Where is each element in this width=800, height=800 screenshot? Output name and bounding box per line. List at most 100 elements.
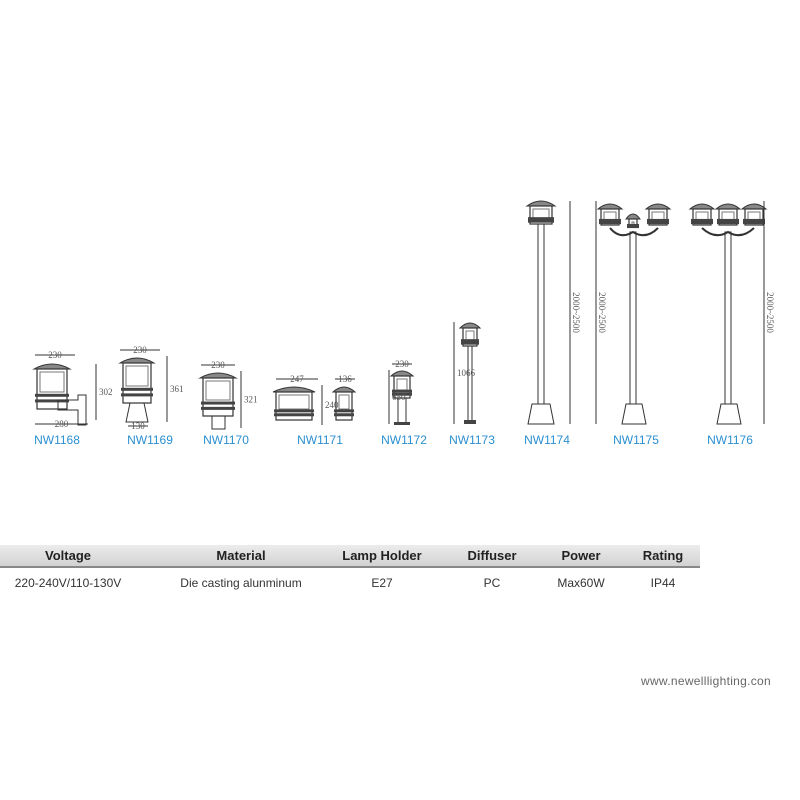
lamp-roof (714, 203, 742, 210)
pillar-base (125, 402, 149, 423)
lamp-band (392, 389, 412, 393)
lamp-band (201, 401, 235, 405)
dimension-label: 230 (211, 360, 225, 370)
model-label: NW1174 (524, 433, 570, 447)
lamp-roof (272, 386, 316, 393)
lamp-band (274, 413, 314, 417)
spec-value: 220-240V/110-130V (14, 576, 122, 590)
lamp-band (392, 392, 412, 396)
lamp-roof (118, 357, 156, 364)
lamp-band (121, 387, 153, 391)
dimension-label: 130 (131, 421, 145, 431)
lamp-roof (596, 203, 624, 210)
bollard-base (394, 422, 410, 425)
pole-base (621, 403, 647, 425)
lamp-band (528, 217, 554, 221)
lamp-band (35, 399, 69, 403)
lamp-band (599, 221, 621, 225)
website-url: www.newelllighting.con (641, 674, 771, 688)
lamp-glass (338, 394, 350, 410)
lamp-glass (205, 380, 231, 401)
model-label: NW1168 (34, 433, 80, 447)
lamp-roof (198, 372, 238, 379)
spec-header: Diffuser (467, 548, 517, 563)
dimension-label: 2000~2500 (765, 292, 775, 333)
spec-header: Material (216, 548, 266, 563)
lamp-roof (525, 200, 557, 207)
lamp-band (647, 221, 669, 225)
spec-header: Power (561, 548, 601, 563)
lamp-roof (644, 203, 672, 210)
wall-bracket (57, 394, 87, 426)
dimension-label: 136 (338, 374, 352, 384)
spec-value: Max60W (557, 576, 605, 590)
dimension-label: 302 (99, 387, 113, 397)
lamp-band (647, 218, 669, 222)
lamp-roof (458, 322, 482, 329)
dimension-label: 230 (395, 359, 409, 369)
dimension-label: 2000~2500 (571, 292, 581, 333)
lamp-band (461, 339, 479, 343)
dimension-label: 247 (290, 374, 304, 384)
spec-header: Lamp Holder (342, 548, 422, 563)
lamp-roof (331, 386, 357, 393)
lamp-band (743, 221, 765, 225)
lamp-band (691, 218, 713, 222)
dimension-label: 321 (244, 395, 258, 405)
lamp-roof (688, 203, 716, 210)
model-label: NW1170 (203, 433, 249, 447)
lamp-roof (740, 203, 768, 210)
lamp-glass (39, 371, 65, 393)
spec-header: Rating (642, 548, 684, 563)
lamp-body (335, 391, 353, 421)
lamp-band (627, 225, 639, 229)
lamp-glass (125, 365, 149, 387)
dimension-label: 230 (133, 345, 147, 355)
lamp-band (528, 219, 554, 223)
pole (467, 345, 473, 423)
lamp-band (599, 218, 621, 222)
pole-base (464, 420, 476, 424)
model-label: NW1172 (381, 433, 427, 447)
lamp-roof (625, 213, 641, 220)
dimension-label: 650 (392, 392, 406, 402)
spec-value: PC (483, 576, 501, 590)
dimension-label: 230 (48, 350, 62, 360)
lamp-band (274, 409, 314, 413)
lamp-band (691, 221, 713, 225)
model-label: NW1173 (449, 433, 495, 447)
spec-value: E27 (371, 576, 393, 590)
model-label: NW1176 (707, 433, 753, 447)
pole-base (716, 403, 742, 425)
dimension-label: 361 (170, 384, 184, 394)
model-label: NW1171 (297, 433, 343, 447)
dimension-label: 240 (325, 400, 339, 410)
pole (724, 231, 732, 405)
spec-value: IP44 (650, 576, 676, 590)
lamp-band (461, 341, 479, 345)
lamp-body (122, 362, 152, 404)
post-adapter (211, 415, 226, 430)
lamp-band (35, 393, 69, 397)
spec-value: Die casting alunminum (180, 576, 302, 590)
pole-base (527, 403, 555, 425)
lamp-band (121, 393, 153, 397)
lamp-roof (32, 363, 72, 370)
pole (629, 231, 637, 405)
dimension-label: 1066 (457, 368, 476, 378)
lamp-band (743, 218, 765, 222)
lamp-band (334, 409, 354, 413)
lamp-band (201, 406, 235, 410)
spec-table-header (0, 545, 700, 568)
lamp-band (717, 218, 739, 222)
lamp-roof (389, 370, 415, 377)
model-label: NW1175 (613, 433, 659, 447)
dimension-label: 280 (55, 419, 69, 429)
pole (537, 223, 545, 405)
lamp-band (717, 221, 739, 225)
dimension-label: 2000~2500 (597, 292, 607, 333)
model-label: NW1169 (127, 433, 173, 447)
spec-header: Voltage (45, 548, 91, 563)
lamp-glass (278, 394, 310, 410)
